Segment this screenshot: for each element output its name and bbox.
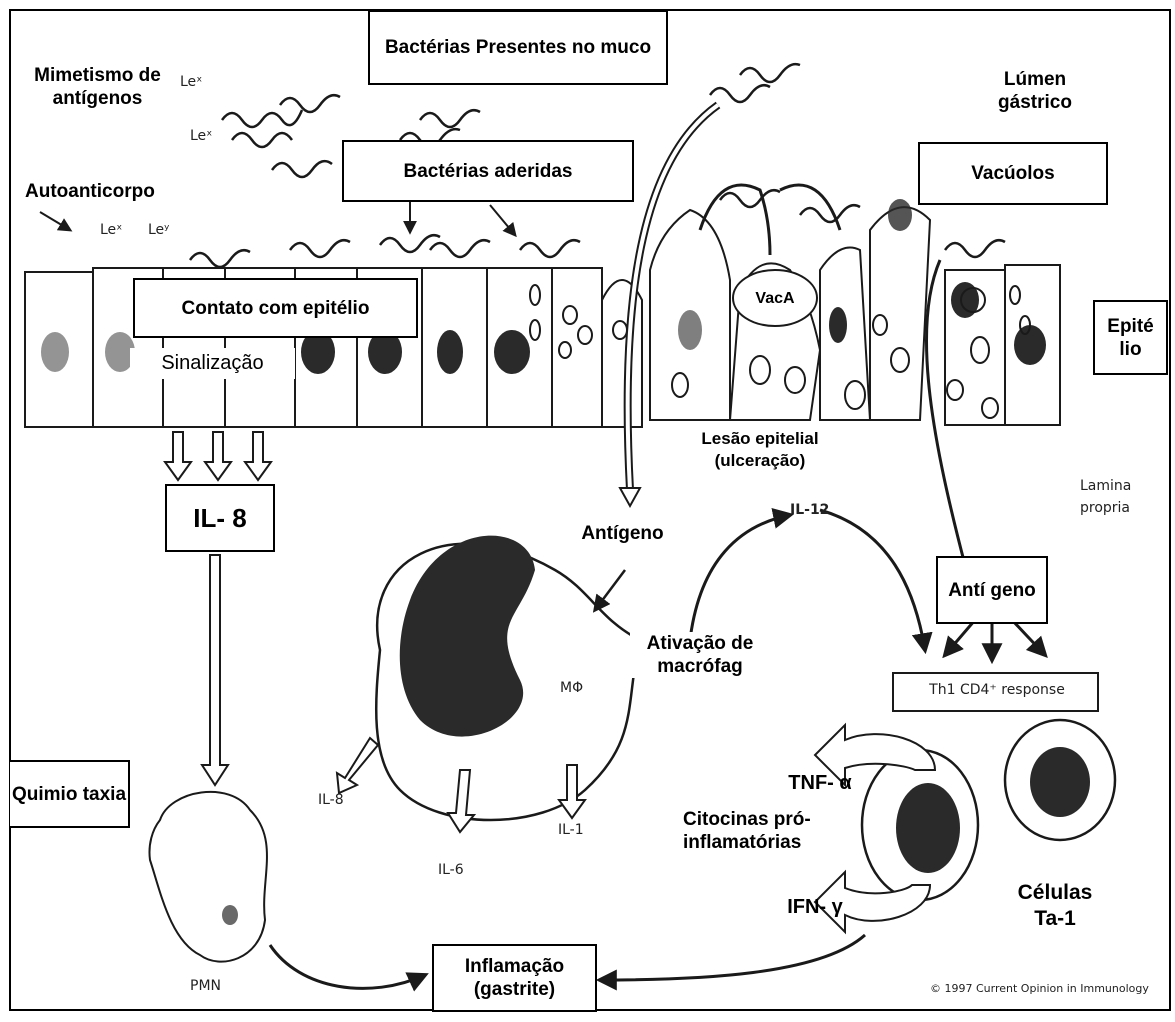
bacterias-muco-box: Bactérias Presentes no muco	[368, 10, 668, 85]
lumen-antigen-arrowhead	[620, 488, 640, 506]
lesao-label: Lesão epitelial (ulceração)	[685, 428, 835, 496]
il1-label: IL-1	[558, 822, 584, 838]
pmn-label: PMN	[190, 978, 221, 994]
mphi-label: MΦ	[560, 680, 583, 696]
contato-box: Contato com epitélio	[133, 278, 418, 338]
lex-label-3: Leˣ	[100, 222, 122, 238]
inflamacao-box: Inflamação (gastrite)	[432, 944, 597, 1012]
ativacao-label: Ativação de macrófag	[630, 632, 770, 678]
lamina-label: Lamina propria	[1080, 475, 1160, 519]
copyright-label: © 1997 Current Opinion in Immunology	[930, 982, 1149, 995]
antigeno-label: Antígeno	[565, 522, 680, 545]
ley-label: Leʸ	[148, 222, 169, 238]
lumen-label: Lúmen gástrico	[990, 68, 1080, 114]
antigen-to-macrophage-arrow	[595, 570, 625, 610]
vaca-label: VacA	[740, 287, 810, 310]
adhered-arrow-2	[490, 205, 515, 235]
celulas-label: Células Ta-1	[1010, 880, 1100, 932]
sinalizacao-label: Sinalização	[130, 348, 295, 379]
citocinas-label: Citocinas pró- inflamatórias	[683, 808, 843, 854]
pmn-cell	[149, 792, 266, 962]
autoanticorpo-label: Autoanticorpo	[25, 180, 205, 203]
il8-label: IL-8	[318, 792, 344, 808]
pmn-granule	[222, 905, 238, 925]
pmn-to-inflammation-arrow	[270, 945, 425, 988]
th1-label: Th1 CD4⁺ response	[898, 682, 1096, 698]
tnf-label: TNF- α	[775, 772, 865, 795]
mimetismo-label: Mimetismo de antígenos	[20, 64, 175, 110]
lex-label-2: Leˣ	[190, 128, 212, 144]
il12-label: IL-12	[790, 502, 829, 518]
il8-main-box: IL- 8	[165, 484, 275, 552]
epitelio-box: Epité lio	[1093, 300, 1168, 375]
il8-to-pmn-arrow	[202, 555, 228, 785]
antigen-to-th1-arrows	[945, 620, 1045, 660]
activation-arrow	[690, 515, 790, 640]
autoanticorpo-arrow	[40, 212, 70, 230]
il6-label: IL-6	[438, 862, 464, 878]
lex-label-1: Leˣ	[180, 74, 202, 90]
bacterias-aderidas-box: Bactérias aderidas	[342, 140, 634, 202]
antigeno-box: Antí geno	[936, 556, 1048, 624]
quimiotaxia-box: Quimio taxia	[10, 760, 130, 828]
cytokine-to-inflammation-arrow	[600, 935, 865, 980]
vacuolos-box: Vacúolos	[918, 142, 1108, 205]
signal-arrows	[165, 432, 271, 480]
il12-to-th1-arrow	[820, 510, 925, 650]
ifn-label: IFN- γ	[770, 896, 860, 919]
